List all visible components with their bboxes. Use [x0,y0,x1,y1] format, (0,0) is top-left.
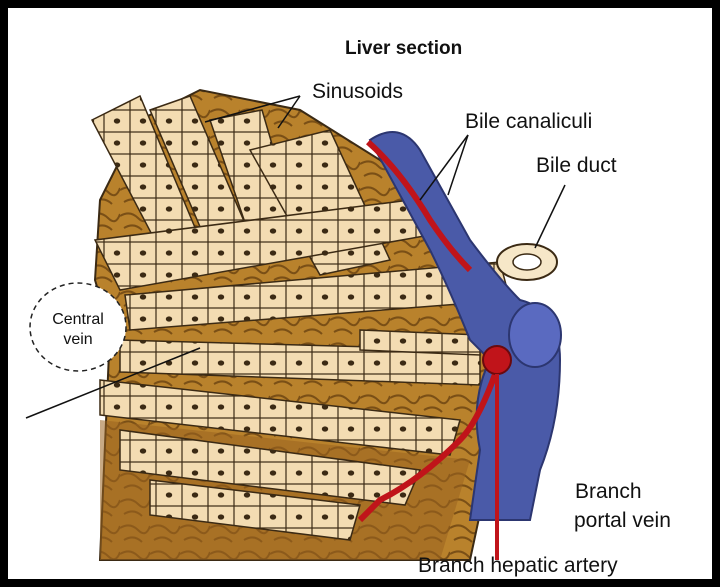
label-bile-canaliculi: Bile canaliculi [465,110,592,133]
label-bile-duct: Bile duct [536,154,617,177]
label-central-vein-2: vein [63,331,92,348]
label-branch-portal-vein-1: Branch [575,480,642,503]
bile-duct [497,244,557,280]
label-branch-portal-vein-2: portal vein [574,509,671,532]
label-central-vein-1: Central [52,311,104,328]
label-sinusoids: Sinusoids [312,80,403,103]
plate-11 [360,330,480,355]
diagram-title: Liver section [345,38,462,59]
label-branch-hepatic-artery: Branch hepatic artery [418,554,618,577]
